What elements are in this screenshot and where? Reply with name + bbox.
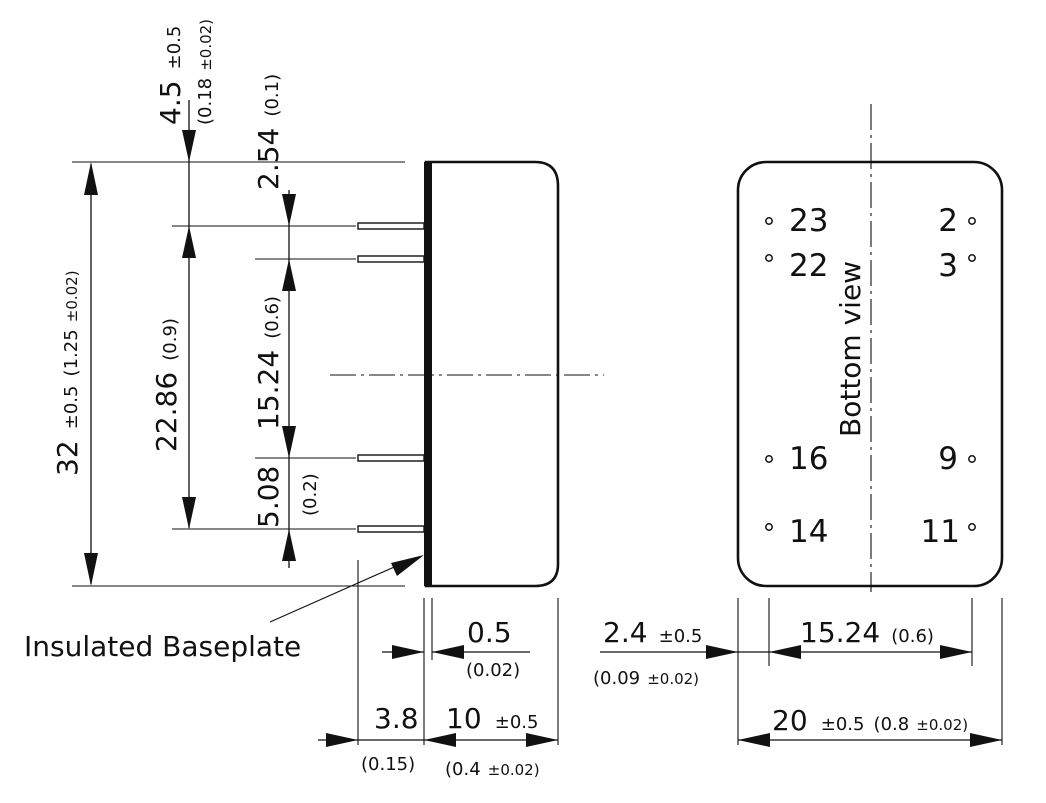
dim-10-arrow-right (526, 733, 558, 747)
dim-3-8-arrow-right (326, 733, 358, 747)
pin-22 (357, 255, 425, 263)
dim-0-5-arrow-right (432, 645, 464, 659)
dim-22-86-arrow-bottom (182, 497, 196, 529)
dim-4-5-arrow (182, 130, 196, 162)
pin-hole-2 (968, 217, 976, 225)
dim-32-label: 32 ±0.5 (1.25 ±0.02) (51, 270, 84, 476)
pin-label-22: 22 (789, 248, 828, 284)
dim-20-arrow-right (970, 733, 1002, 747)
dim-2-54-label: 2.54 (0.1) (252, 74, 285, 190)
callout-leader (269, 559, 411, 623)
callout-arrow (391, 555, 424, 576)
dim-5-08-arrow-bottom (282, 529, 296, 561)
dim-0-5-arrow-left (392, 645, 424, 659)
dim-10-arrow-left (424, 733, 456, 747)
dim-20-label: 20 ±0.5 (0.8 ±0.02) (772, 704, 968, 737)
pin-23 (357, 222, 425, 230)
bottom-view-label: Bottom view (834, 261, 867, 437)
pin-hole-16 (765, 455, 773, 463)
dim-5-08-inch-label: (0.2) (300, 473, 321, 516)
pin-label-3: 3 (938, 248, 958, 284)
pin-label-2: 2 (938, 203, 958, 239)
dim-32-arrow-bottom (84, 553, 98, 586)
dim-2-4-inch-label: (0.09 ±0.02) (593, 668, 699, 689)
dim-15-24-bv-arrow-left (769, 645, 801, 659)
dim-0-5-label: 0.5 (467, 616, 512, 649)
pin-hole-14 (765, 523, 773, 531)
pin-hole-23 (765, 217, 773, 225)
dim-10-inch-label: (0.4 ±0.02) (445, 759, 540, 780)
pin-label-23: 23 (789, 203, 828, 239)
dim-15-24-bv-label: 15.24 (0.6) (800, 616, 934, 649)
dim-15-24-arrow-bottom (282, 426, 296, 458)
dim-22-86-label: 22.86 (0.9) (150, 318, 183, 452)
pin-hole-22 (765, 254, 773, 262)
dim-4-5-label: 4.5 ±0.5 (154, 26, 187, 125)
dim-3-8-label: 3.8 (374, 702, 419, 735)
dim-22-86-arrow-top (182, 226, 196, 258)
dim-2-54-arrow-top (282, 194, 296, 226)
bottom-view: 23 22 16 14 2 3 9 11 Bottom view 2.4 ±0.… (593, 104, 1004, 747)
insulated-baseplate-label: Insulated Baseplate (24, 630, 301, 663)
pin-label-9: 9 (938, 441, 958, 477)
dim-5-08-label: 5.08 (252, 466, 285, 528)
dim-20-arrow-left (738, 733, 770, 747)
dim-4-5-inch-label: (0.18 ±0.02) (195, 19, 216, 125)
pin-hole-11 (968, 523, 976, 531)
side-view: 32 ±0.5 (1.25 ±0.02) 22.86 (0.9) 4.5 ±0.… (24, 19, 604, 780)
pin-label-16: 16 (789, 441, 828, 477)
dim-3-8-inch-label: (0.15) (361, 754, 415, 775)
dim-15-24-bv-arrow-right (940, 645, 972, 659)
dim-10-label: 10 ±0.5 (446, 702, 538, 735)
dim-15-24-label: 15.24 (0.6) (252, 296, 285, 430)
dim-32-arrow-top (84, 162, 98, 195)
pin-hole-9 (968, 455, 976, 463)
dim-0-5-inch-label: (0.02) (466, 660, 520, 681)
pin-label-14: 14 (789, 514, 828, 550)
side-view-body (424, 160, 560, 588)
dim-2-4-arrow (706, 645, 738, 659)
insulated-baseplate (424, 162, 432, 586)
dim-2-54-arrow-bottom (282, 259, 296, 291)
pin-label-11: 11 (921, 514, 960, 550)
pin-14 (357, 525, 425, 533)
dim-2-4-label: 2.4 ±0.5 (603, 616, 702, 649)
pin-hole-3 (968, 254, 976, 262)
bottom-view-body (736, 160, 1004, 588)
pin-16 (357, 454, 425, 462)
